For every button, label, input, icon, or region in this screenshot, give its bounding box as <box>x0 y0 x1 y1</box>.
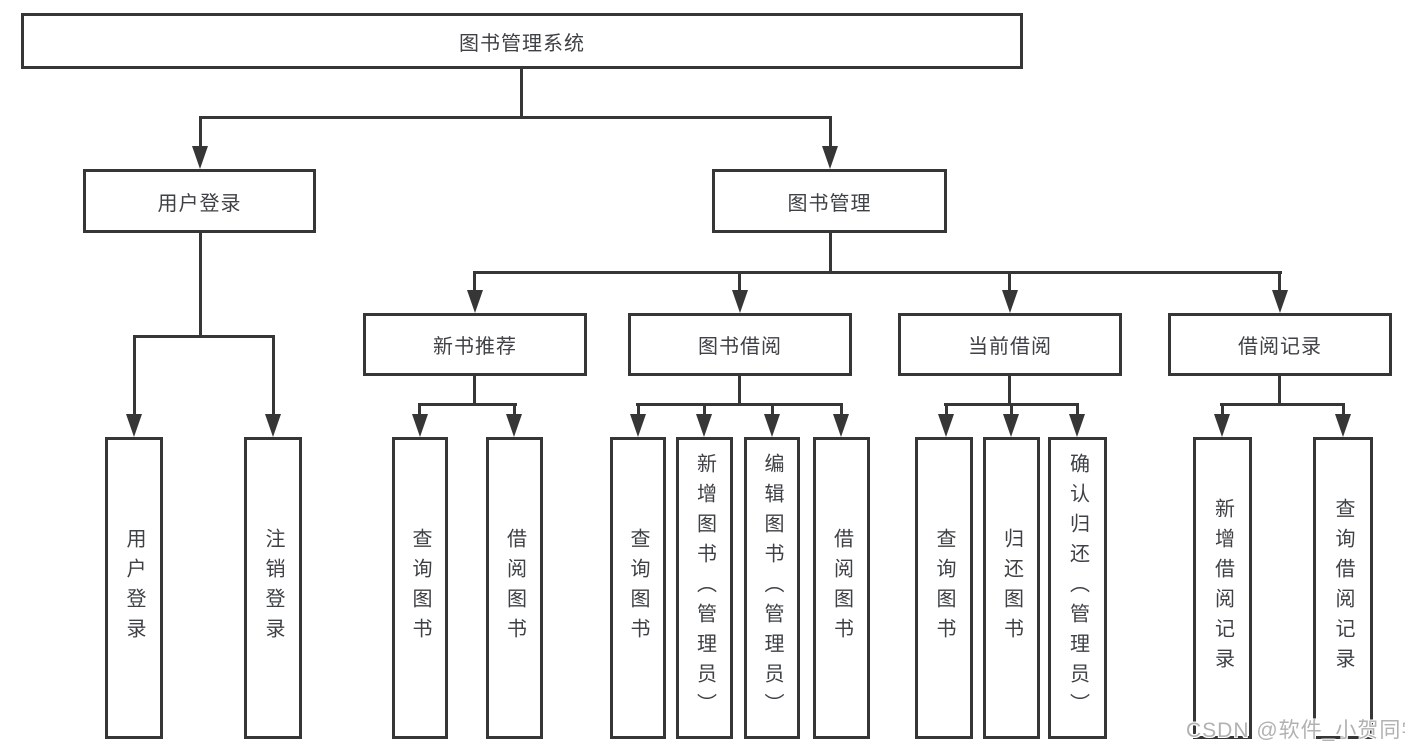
arrowhead-current <box>1002 290 1018 313</box>
leaf-edit-book-admin: 编辑图书（管理员） <box>744 437 800 739</box>
arrowhead-leaf <box>1335 414 1351 437</box>
arrowhead-leaf <box>696 414 712 437</box>
leaf-return-book: 归还图书 <box>983 437 1040 739</box>
edge-to-leaf-login-stem <box>133 337 136 417</box>
edge-recommend-bar <box>418 403 517 406</box>
arrowhead-leaf-login <box>126 414 142 437</box>
edge-book-mgmt-bar <box>473 271 1282 274</box>
edge-leaf-stem <box>513 405 516 416</box>
arrowhead-leaf <box>764 414 780 437</box>
edge-leaf-stem <box>771 405 774 416</box>
edge-leaf-stem <box>840 405 843 416</box>
edge-to-current-stem <box>1008 274 1011 292</box>
edge-current-stem <box>1008 376 1011 406</box>
leaf-add-borrow-record: 新增借阅记录 <box>1193 437 1252 739</box>
leaf-borrow-books: 借阅图书 <box>813 437 870 739</box>
arrowhead-leaf <box>506 414 522 437</box>
arrowhead-book-mgmt <box>822 146 838 169</box>
edge-records-stem <box>1278 376 1281 406</box>
arrowhead-recommend <box>467 290 483 313</box>
edge-leaf-stem <box>1076 405 1079 416</box>
edge-to-records-stem <box>1278 274 1281 292</box>
node-book-borrowing: 图书借阅 <box>628 313 852 376</box>
edge-leaf-stem <box>1342 405 1345 416</box>
edge-recommend-stem <box>473 376 476 406</box>
edge-to-user-login-stem <box>199 118 202 148</box>
node-user-login: 用户登录 <box>83 169 316 233</box>
edge-to-leaf-logout-stem <box>272 337 275 417</box>
edge-leaf-stem <box>637 405 640 416</box>
node-new-book-recommend: 新书推荐 <box>363 313 587 376</box>
edge-root-stem <box>520 69 523 118</box>
edge-borrowing-stem <box>738 376 741 406</box>
edge-leaf-stem <box>1221 405 1224 416</box>
edge-to-book-mgmt-stem <box>829 118 832 148</box>
arrowhead-user-login <box>192 146 208 169</box>
arrowhead-leaf <box>938 414 954 437</box>
edge-user-login-bar <box>133 335 275 338</box>
node-library-management-system: 图书管理系统 <box>21 13 1023 69</box>
node-current-borrowing: 当前借阅 <box>898 313 1122 376</box>
node-book-management: 图书管理 <box>712 169 947 233</box>
arrowhead-leaf <box>833 414 849 437</box>
edge-to-recommend-stem <box>473 274 476 292</box>
arrowhead-borrowing <box>732 290 748 313</box>
arrowhead-leaf <box>1003 414 1019 437</box>
edge-records-bar <box>1220 403 1345 406</box>
arrowhead-leaf <box>1069 414 1085 437</box>
arrowhead-leaf <box>630 414 646 437</box>
csdn-watermark: CSDN @软件_小贺同学 <box>1186 719 1405 742</box>
edge-leaf-stem <box>945 405 948 416</box>
leaf-query-borrow-record: 查询借阅记录 <box>1313 437 1373 739</box>
edge-leaf-stem <box>1010 405 1013 416</box>
leaf-logout: 注销登录 <box>244 437 302 739</box>
leaf-add-book-admin: 新增图书（管理员） <box>676 437 733 739</box>
arrowhead-leaf <box>1214 414 1230 437</box>
leaf-borrow-books-recommend: 借阅图书 <box>486 437 543 739</box>
edge-user-login-stem <box>199 233 202 337</box>
arrowhead-records <box>1272 290 1288 313</box>
edge-current-bar <box>944 403 1079 406</box>
arrowhead-leaf-logout <box>265 414 281 437</box>
edge-leaf-stem <box>703 405 706 416</box>
leaf-user-login: 用户登录 <box>105 437 163 739</box>
edge-leaf-stem <box>418 405 421 416</box>
arrowhead-leaf <box>412 414 428 437</box>
leaf-confirm-return-admin: 确认归还（管理员） <box>1048 437 1107 739</box>
edge-borrowing-bar <box>636 403 843 406</box>
edge-root-bar <box>199 116 832 119</box>
leaf-query-books-recommend: 查询图书 <box>392 437 448 739</box>
edge-book-mgmt-stem <box>829 233 832 274</box>
edge-to-borrowing-stem <box>738 274 741 292</box>
leaf-query-books-current: 查询图书 <box>915 437 973 739</box>
leaf-query-books-borrowing: 查询图书 <box>610 437 666 739</box>
node-borrowing-records: 借阅记录 <box>1168 313 1392 376</box>
